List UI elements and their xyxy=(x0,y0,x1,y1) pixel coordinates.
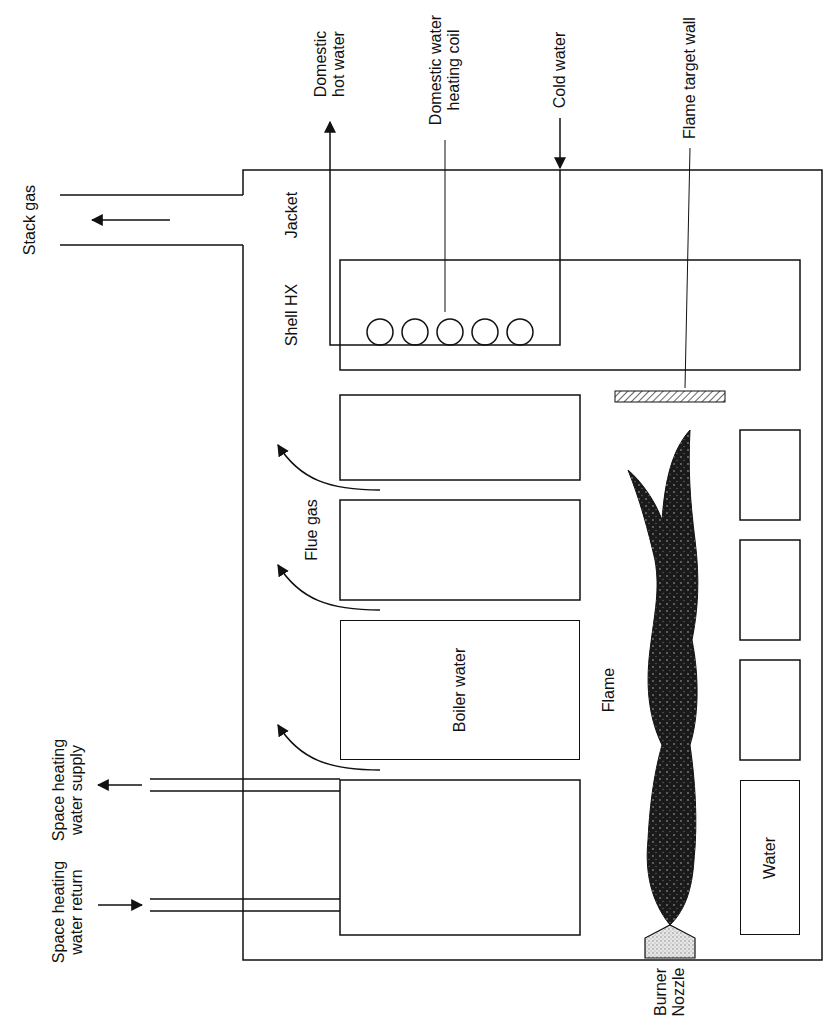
cold-water-pipe xyxy=(559,118,561,168)
water-box: Water xyxy=(740,780,800,935)
return-arrow xyxy=(98,904,142,906)
shell-label: Shell HX xyxy=(283,284,301,346)
pipe-label: Cold water xyxy=(551,32,569,108)
water-box xyxy=(740,430,800,520)
jacket-outline xyxy=(243,170,822,960)
flue-arrow xyxy=(278,445,380,490)
water-box xyxy=(740,540,800,640)
coil-label: Domestic water heating coil xyxy=(427,9,464,131)
flame-target-wall xyxy=(615,391,725,402)
flame xyxy=(628,430,698,925)
water-column xyxy=(340,395,580,480)
stack-wall xyxy=(60,194,243,196)
coil-loop xyxy=(437,319,463,345)
water-column xyxy=(340,780,580,935)
stack-wall xyxy=(60,244,243,246)
shell-hx xyxy=(340,260,800,370)
flue-label: Flue gas xyxy=(303,499,321,560)
coil-loop xyxy=(472,319,498,345)
coil-loop xyxy=(402,319,428,345)
coil-loop xyxy=(367,319,393,345)
water-column xyxy=(340,500,580,600)
pipe-label: Space heating water return xyxy=(50,856,87,968)
flue-arrow xyxy=(278,565,380,610)
hot-water-pipe xyxy=(329,122,331,170)
burner-nozzle xyxy=(645,925,695,958)
jacket-label: Jacket xyxy=(283,192,301,238)
water-box xyxy=(740,660,800,760)
supply-pipe xyxy=(150,790,340,792)
leader-line xyxy=(445,140,446,312)
stack-arrow xyxy=(92,219,170,221)
leader-line xyxy=(685,148,690,388)
coil-loop xyxy=(507,319,533,345)
supply-arrow xyxy=(98,784,142,786)
stack-label: Stack gas xyxy=(21,185,39,255)
pipe-label: Domestic hot water xyxy=(312,24,349,104)
coil-loops xyxy=(367,319,533,345)
return-pipe xyxy=(150,898,340,900)
node-text: Water xyxy=(761,836,779,878)
return-pipe xyxy=(150,910,340,912)
supply-pipe xyxy=(150,778,340,780)
wall-label: Flame target wall xyxy=(681,17,699,139)
flame-texture xyxy=(628,430,698,925)
pipe-label: Space heating water supply xyxy=(50,734,87,846)
boiler-water-column: Boiler water xyxy=(340,620,580,760)
burner-label: Burner Nozzle xyxy=(652,961,689,1023)
node-text: Boiler water xyxy=(451,648,469,732)
flame-label: Flame xyxy=(600,668,618,712)
